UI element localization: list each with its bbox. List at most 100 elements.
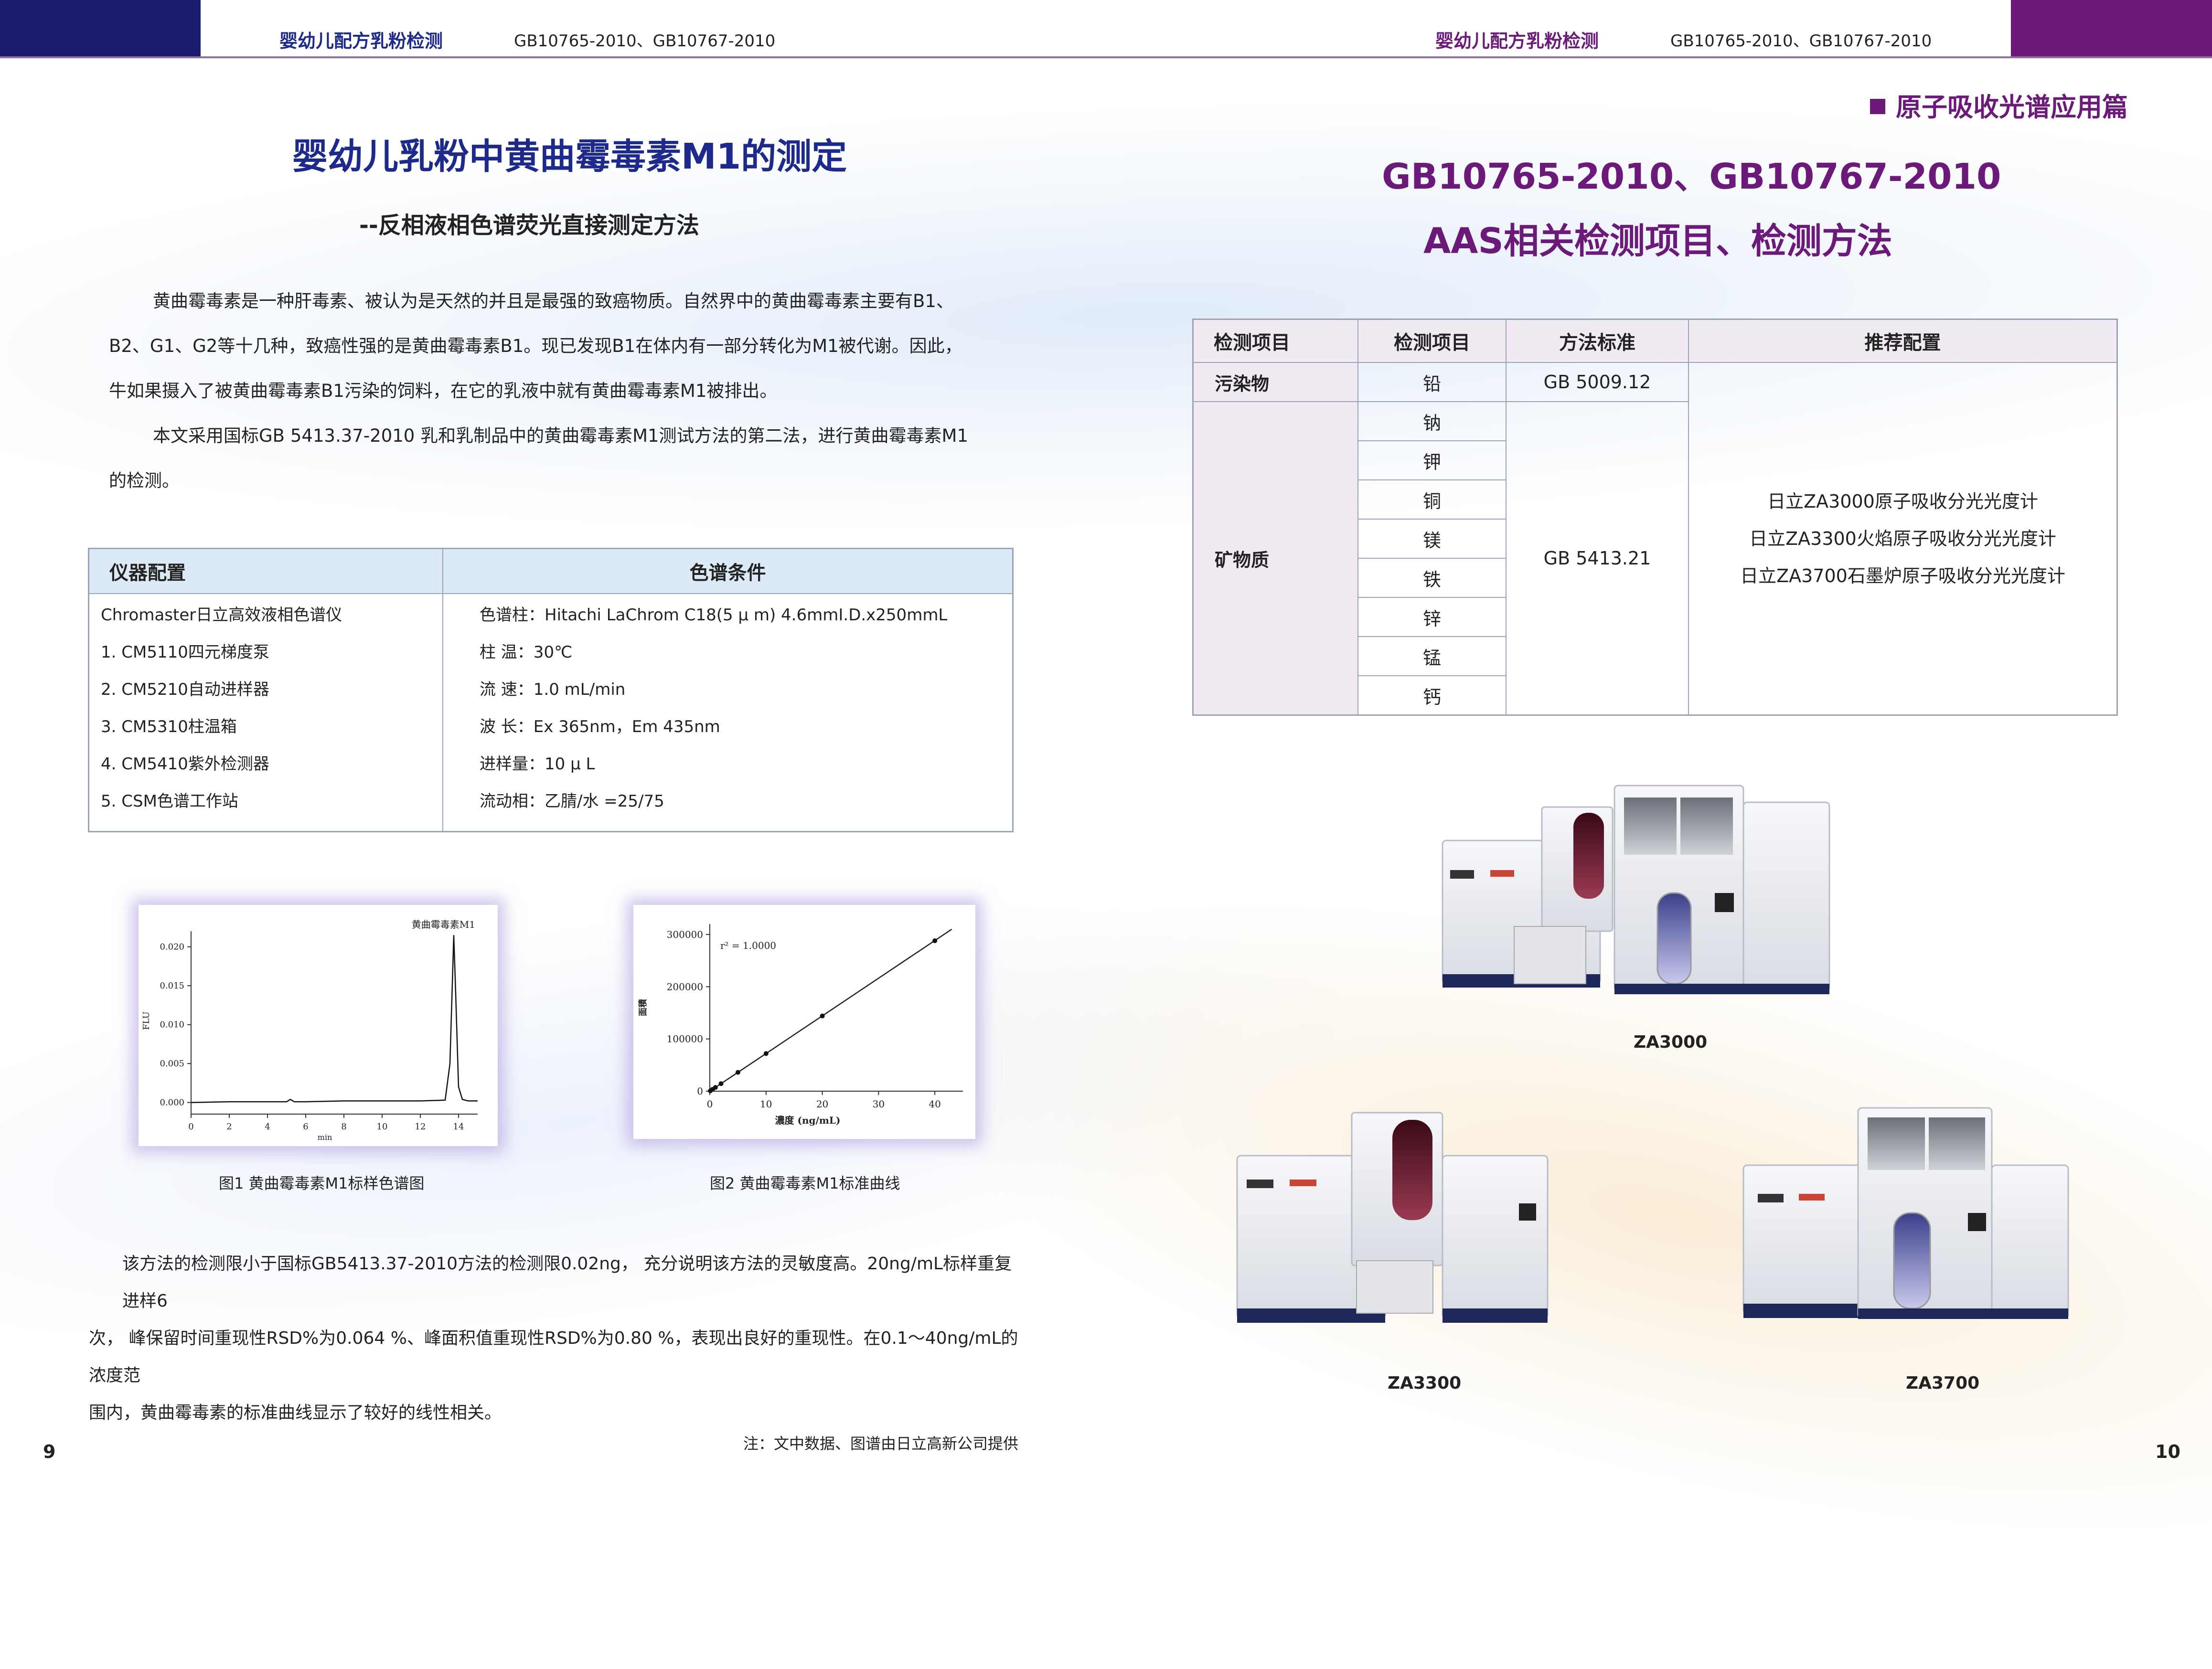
y-tick-label: 0 xyxy=(697,1085,703,1097)
intro-line: B2、G1、G2等十几种，致癌性强的是黄曲霉毒素B1。现已发现B1在体内有一部分… xyxy=(109,336,962,356)
calibration-point xyxy=(735,1070,740,1075)
za3000-instrument-image xyxy=(1442,785,1830,994)
calibration-point xyxy=(932,938,938,943)
recommended-item: 日立ZA3700石墨炉原子吸收分光光度计 xyxy=(1740,565,2065,586)
right-page-title-line1: GB10765-2010、GB10767-2010 xyxy=(1382,156,2001,197)
pollutant-standard: GB 5009.12 xyxy=(1506,362,1689,402)
conclusion-line: 次， 峰保留时间重现性RSD%为0.064 %、峰面积值重现性RSD%为0.80… xyxy=(89,1329,1018,1385)
intro-line: 牛如果摄入了被黄曲霉毒素B1污染的饲料，在它的乳液中就有黄曲霉毒素M1被排出。 xyxy=(109,381,778,401)
condition-line: 流动相：乙腈/水 =25/75 xyxy=(480,792,664,811)
x-tick-label: 30 xyxy=(873,1098,885,1110)
mineral-item: 钠 xyxy=(1357,401,1507,441)
mineral-item: 锰 xyxy=(1357,636,1507,676)
left-page-title: 婴幼儿乳粉中黄曲霉毒素M1的测定 xyxy=(292,136,847,177)
mineral-item: 锌 xyxy=(1357,597,1507,637)
y-axis-label: FLU xyxy=(141,1011,151,1030)
za3700-label: ZA3700 xyxy=(1906,1373,1980,1393)
conditions-header-instrument: 仪器配置 xyxy=(88,548,443,594)
conclusion-line: 围内，黄曲霉毒素的标准曲线显示了较好的线性相关。 xyxy=(89,1403,502,1423)
y-tick-label: 0.010 xyxy=(160,1020,184,1030)
calibration-point xyxy=(713,1085,718,1090)
calibration-point xyxy=(763,1051,769,1056)
instrument-line: 5. CSM色谱工作站 xyxy=(101,792,238,811)
za3300-label: ZA3300 xyxy=(1388,1373,1462,1393)
condition-line: 色谱柱：Hitachi LaChrom C18(5 μ m) 4.6mmI.D.… xyxy=(480,606,948,625)
x-tick-label: 40 xyxy=(929,1098,940,1110)
header-right-title: 婴幼儿配方乳粉检测 xyxy=(1435,31,1599,52)
instrument-line: Chromaster日立高效液相色谱仪 xyxy=(101,606,342,625)
aas-header-standard: 方法标准 xyxy=(1506,319,1689,363)
recommended-item: 日立ZA3300火焰原子吸收分光光度计 xyxy=(1749,528,2056,549)
za3700-instrument-image xyxy=(1742,1107,2069,1319)
y-tick-label: 300000 xyxy=(667,929,703,940)
x-tick-label: 2 xyxy=(226,1122,232,1132)
condition-line: 波 长：Ex 365nm，Em 435nm xyxy=(480,717,720,736)
recommended-item: 日立ZA3000原子吸收分光光度计 xyxy=(1767,491,2038,512)
instrument-line: 4. CM5410紫外检测器 xyxy=(101,755,269,774)
figure1-caption: 图1 黄曲霉毒素M1标样色谱图 xyxy=(219,1174,425,1192)
y-tick-label: 0.015 xyxy=(160,981,184,991)
x-tick-label: 10 xyxy=(377,1122,388,1132)
peak-annotation: 黄曲霉毒素M1 xyxy=(412,919,475,930)
square-bullet-icon xyxy=(1870,99,1885,114)
x-tick-label: 14 xyxy=(453,1122,464,1132)
y-tick-label: 0.005 xyxy=(160,1059,184,1069)
x-tick-label: 10 xyxy=(760,1098,772,1110)
recommended-config-cell: 日立ZA3000原子吸收分光光度计 日立ZA3300火焰原子吸收分光光度计 日立… xyxy=(1688,362,2118,715)
conditions-header-chromatography: 色谱条件 xyxy=(442,548,1014,594)
header-right-standard: GB10765-2010、GB10767-2010 xyxy=(1670,32,1932,51)
section-tag: 原子吸收光谱应用篇 xyxy=(1870,86,2128,124)
x-axis-label: 濃度 (ng/mL) xyxy=(775,1115,841,1126)
x-tick-label: 12 xyxy=(415,1122,426,1132)
chromatography-conditions-cell: 色谱柱：Hitachi LaChrom C18(5 μ m) 4.6mmI.D.… xyxy=(442,594,1014,831)
za3300-instrument-image xyxy=(1236,1112,1549,1323)
conclusion-text: 该方法的检测限小于国标GB5413.37-2010方法的检测限0.02ng， 充… xyxy=(89,1245,1025,1432)
mineral-item: 铜 xyxy=(1357,479,1507,520)
condition-line: 柱 温：30℃ xyxy=(480,643,573,662)
mineral-standard: GB 5413.21 xyxy=(1506,401,1689,716)
aas-header-item: 检测项目 xyxy=(1357,319,1507,363)
x-tick-label: 8 xyxy=(341,1122,346,1132)
fit-line xyxy=(709,928,952,1092)
page-number-left: 9 xyxy=(43,1441,56,1462)
x-tick-label: 0 xyxy=(188,1122,193,1132)
instrument-line: 3. CM5310柱温箱 xyxy=(101,717,237,736)
mineral-category: 矿物质 xyxy=(1192,401,1358,716)
header-right-block xyxy=(2011,0,2212,57)
header-divider xyxy=(0,56,2212,58)
x-axis-label: min xyxy=(318,1133,332,1142)
mineral-item: 钾 xyxy=(1357,440,1507,480)
x-tick-label: 4 xyxy=(265,1122,270,1132)
left-page-subtitle: --反相液相色谱荧光直接测定方法 xyxy=(359,212,699,239)
figure2-caption: 图2 黄曲霉毒素M1标准曲线 xyxy=(710,1174,900,1192)
calibration-point xyxy=(718,1081,724,1086)
intro-line: 本文采用国标GB 5413.37-2010 乳和乳制品中的黄曲霉毒素M1测试方法… xyxy=(153,425,969,446)
header-left-standard: GB10765-2010、GB10767-2010 xyxy=(514,32,776,51)
intro-line: 黄曲霉毒素是一种肝毒素、被认为是天然的并且是最强的致癌物质。自然界中的黄曲霉毒素… xyxy=(153,291,954,311)
aas-header-recommended: 推荐配置 xyxy=(1688,319,2118,363)
condition-line: 流 速：1.0 mL/min xyxy=(480,680,626,699)
mineral-item: 钙 xyxy=(1357,675,1507,716)
x-tick-label: 6 xyxy=(303,1122,308,1132)
y-tick-label: 200000 xyxy=(667,981,703,992)
intro-text: 黄曲霉毒素是一种肝毒素、被认为是天然的并且是最强的致癌物质。自然界中的黄曲霉毒素… xyxy=(109,279,1036,503)
x-tick-label: 20 xyxy=(816,1098,828,1110)
condition-line: 进样量：10 μ L xyxy=(480,755,595,774)
page-number-right: 10 xyxy=(2155,1441,2180,1462)
y-tick-label: 0.000 xyxy=(160,1098,184,1108)
conditions-table: 仪器配置 色谱条件 Chromaster日立高效液相色谱仪 1. CM5110四… xyxy=(88,548,1014,832)
aas-methods-table: 检测项目 检测项目 方法标准 推荐配置 污染物 铅 GB 5009.12 日立Z… xyxy=(1192,319,2118,716)
y-tick-label: 0.020 xyxy=(160,942,184,952)
header-left-title: 婴幼儿配方乳粉检测 xyxy=(279,31,443,52)
intro-line: 的检测。 xyxy=(109,470,180,491)
section-tag-label: 原子吸收光谱应用篇 xyxy=(1896,92,2128,122)
aas-header-category: 检测项目 xyxy=(1192,319,1358,363)
footnote: 注：文中数据、图谱由日立高新公司提供 xyxy=(743,1435,1019,1453)
conclusion-line: 该方法的检测限小于国标GB5413.37-2010方法的检测限0.02ng， 充… xyxy=(122,1254,1012,1311)
instrument-line: 2. CM5210自动进样器 xyxy=(101,680,269,699)
figure1-chromatogram: 0.000 0.005 0.010 0.015 0.020 0 2 4 6 8 10 12 14 min F… xyxy=(139,905,498,1146)
pollutant-category: 污染物 xyxy=(1192,362,1358,402)
chromatogram-svg: 0.000 0.005 0.010 0.015 0.020 0 2 4 6 8 10 12 14 min F… xyxy=(141,919,478,1142)
za3000-label: ZA3000 xyxy=(1634,1032,1708,1052)
